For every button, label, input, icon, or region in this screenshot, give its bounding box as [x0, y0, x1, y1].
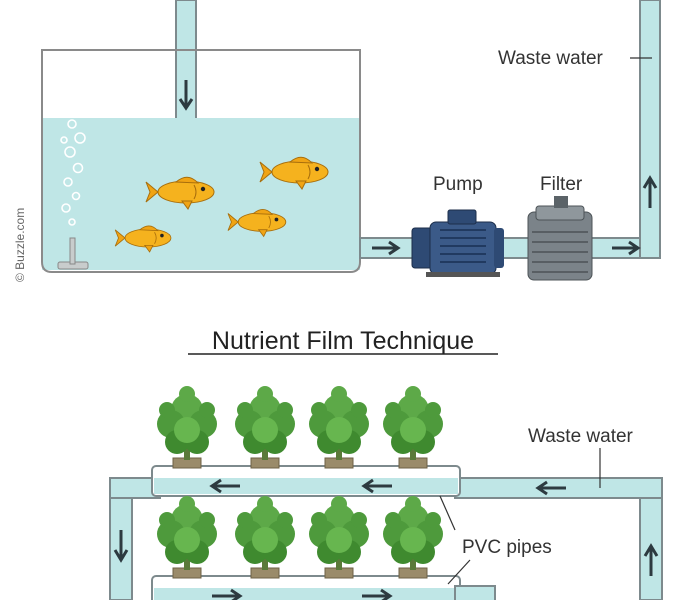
up-arrow-icon — [642, 175, 658, 208]
leader-line — [447, 559, 471, 585]
plant — [234, 495, 296, 579]
right-arrow-icon — [362, 588, 393, 600]
right-arrow-icon — [372, 240, 401, 256]
tank-system: Waste water Pump Filter — [41, 0, 661, 281]
plant — [156, 385, 218, 469]
plant — [234, 385, 296, 469]
return-pipe — [639, 0, 661, 259]
up-arrow-icon — [643, 543, 659, 576]
filter-label: Filter — [540, 174, 583, 195]
plant — [382, 495, 444, 579]
right-arrow-icon — [612, 240, 641, 256]
pump — [411, 209, 504, 277]
down-arrow-icon — [178, 80, 194, 111]
plant — [382, 385, 444, 469]
fish-tank — [41, 49, 361, 273]
nft-system: Waste water PVC pipes — [109, 385, 663, 600]
pump-label: Pump — [433, 174, 483, 195]
down-arrow-icon — [113, 530, 129, 563]
waste-water-label: Waste water — [498, 48, 604, 69]
plant — [156, 495, 218, 579]
section-title: Nutrient Film Technique — [212, 327, 474, 355]
pvc-pipes-label: PVC pipes — [462, 537, 552, 558]
aerator — [57, 237, 89, 270]
credit-text: © Buzzle.com — [13, 208, 27, 282]
waste-water-label-bottom: Waste water — [528, 426, 634, 447]
left-arrow-icon — [209, 478, 240, 494]
leader-line — [439, 495, 456, 531]
left-arrow-icon — [535, 480, 566, 496]
right-arrow-icon — [212, 588, 243, 600]
bubbles — [60, 119, 86, 226]
plant — [308, 495, 370, 579]
filter — [527, 196, 593, 281]
left-arrow-icon — [361, 478, 392, 494]
plant — [308, 385, 370, 469]
